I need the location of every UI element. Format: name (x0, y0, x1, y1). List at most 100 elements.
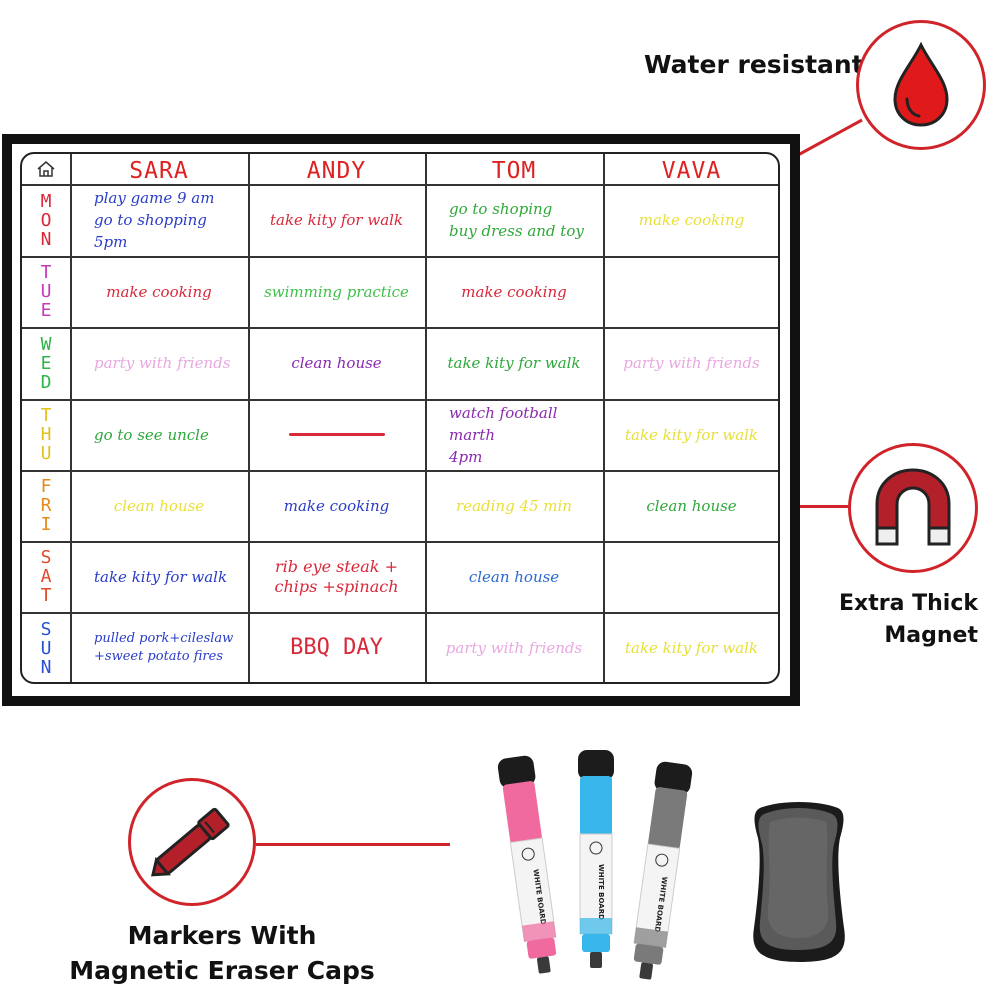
water-resistant-label: Water resistant (644, 50, 864, 79)
schedule-cell: take kity for walk (425, 327, 603, 399)
marker-badge (128, 778, 256, 906)
name-header-andy: ANDY (306, 158, 367, 184)
task-text: play game 9 am go to shopping 5pm (94, 189, 215, 251)
extra-thick-magnet-label: Extra Thick Magnet (836, 588, 978, 652)
svg-text:WHITE BOARD: WHITE BOARD (597, 864, 605, 920)
task-text: make cooking (638, 211, 745, 229)
task-text: swimming practice (264, 282, 409, 301)
grid-divider (70, 154, 72, 682)
magnet-label-line-2: Magnet (884, 623, 978, 648)
grid-divider (22, 612, 778, 614)
magnet-label-line-1: Extra Thick (839, 591, 978, 616)
marker-pen-icon (151, 807, 230, 877)
task-text: take kity for walk (269, 211, 404, 229)
water-drop-icon (893, 41, 949, 127)
day-letter: M (40, 190, 52, 212)
schedule-cell: clean house (248, 327, 425, 399)
name-header-vava: VAVA (661, 158, 722, 184)
task-text: clean house (291, 354, 382, 372)
horseshoe-magnet-icon (875, 468, 951, 546)
schedule-cell: rib eye steak + chips +spinach (248, 541, 425, 612)
task-text: take kity for walk (624, 425, 759, 444)
day-letter: D (40, 371, 52, 393)
magnet-connector (800, 505, 850, 508)
schedule-cell: clean house (425, 541, 603, 612)
day-letter: I (40, 514, 52, 535)
task-text: watch football marth 4pm (449, 403, 558, 466)
schedule-cell (603, 541, 778, 612)
task-text: party with friends (445, 639, 583, 657)
schedule-cell: make cooking (248, 470, 425, 541)
magnetic-eraser (753, 802, 845, 962)
day-letter: W (40, 333, 52, 355)
grid-divider (22, 541, 778, 543)
whiteboard-marker: WHITE BOARD (497, 755, 557, 974)
task-text: go to see uncle (94, 425, 209, 444)
task-text: clean house (646, 496, 737, 515)
schedule-cell: take kity for walk (70, 541, 248, 612)
schedule-cell: party with friends (425, 612, 603, 682)
task-text: make cooking (106, 282, 212, 301)
schedule-cell (248, 399, 425, 470)
schedule-cell: reading 45 min (425, 470, 603, 541)
task-text: clean house (468, 567, 560, 586)
schedule-cell: play game 9 am go to shopping 5pm (70, 184, 248, 256)
day-letter: E (40, 352, 52, 374)
schedule-cell: go to see uncle (70, 399, 248, 470)
schedule-cell: watch football marth 4pm (425, 399, 603, 470)
name-header-tom: TOM (491, 158, 537, 184)
task-text: party with friends (623, 354, 760, 372)
task-text: rib eye steak + chips +spinach (274, 556, 399, 596)
schedule-cell: make cooking (603, 184, 778, 256)
day-letter: O (40, 209, 52, 231)
schedule-cell: pulled pork+cileslaw +sweet potato fires (70, 612, 248, 682)
day-letter: U (40, 281, 52, 302)
grid-divider (22, 184, 778, 186)
day-letter: F (40, 476, 52, 497)
task-text: make cooking (461, 282, 567, 301)
grid-divider (425, 154, 427, 682)
grid-divider (22, 399, 778, 401)
schedule-cell: take kity for walk (603, 612, 778, 682)
day-letter: U (40, 637, 52, 659)
task-text: go to shoping buy dress and toy (449, 200, 584, 240)
schedule-cell: take kity for walk (603, 399, 778, 470)
schedule-cell: BBQ DAY (248, 612, 425, 682)
task-text: take kity for walk (447, 354, 581, 372)
markers-label-line-2: Magnetic Eraser Caps (69, 956, 375, 985)
grid-divider (22, 470, 778, 472)
day-letter: S (40, 547, 52, 568)
day-letter: T (40, 585, 52, 606)
task-text: pulled pork+cileslaw +sweet potato fires (94, 631, 234, 664)
markers-label: Markers With Magnetic Eraser Caps (62, 918, 382, 988)
markers-label-line-1: Markers With (127, 921, 317, 950)
whiteboard-marker: WHITE BOARD (633, 761, 693, 980)
water-resistant-badge (856, 20, 986, 150)
task-text: clean house (113, 496, 205, 515)
day-letter: S (40, 618, 52, 640)
schedule-cell: make cooking (70, 256, 248, 327)
day-letter: N (40, 656, 52, 678)
day-letter: U (40, 443, 52, 464)
day-letter: E (40, 300, 52, 321)
task-text: take kity for walk (624, 639, 759, 657)
day-letter: H (40, 424, 52, 445)
schedule-cell: make cooking (425, 256, 603, 327)
schedule-cell: swimming practice (248, 256, 425, 327)
home-icon (37, 161, 55, 177)
grid-divider (22, 327, 778, 329)
day-letter: A (40, 566, 52, 587)
day-letter: T (40, 405, 52, 426)
whiteboard-marker: WHITE BOARD (578, 750, 614, 968)
marker-connector (256, 843, 450, 846)
schedule-cell: party with friends (603, 327, 778, 399)
